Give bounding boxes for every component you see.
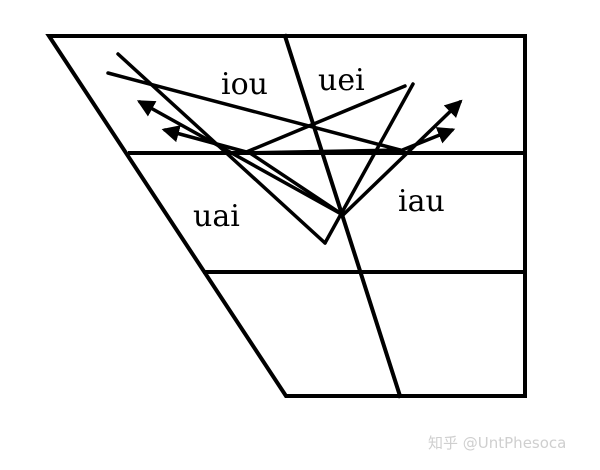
trajectory-iau <box>248 99 463 217</box>
trajectory-uai <box>136 82 415 245</box>
watermark: 知乎 @UntPhesoca <box>428 434 567 452</box>
quadrilateral-frame <box>45 33 527 399</box>
label-uai: uai <box>193 199 240 234</box>
label-uei: uei <box>318 63 365 98</box>
label-iou: iou <box>221 67 268 102</box>
trajectory-iou <box>106 71 402 155</box>
label-iau: iau <box>398 184 445 219</box>
